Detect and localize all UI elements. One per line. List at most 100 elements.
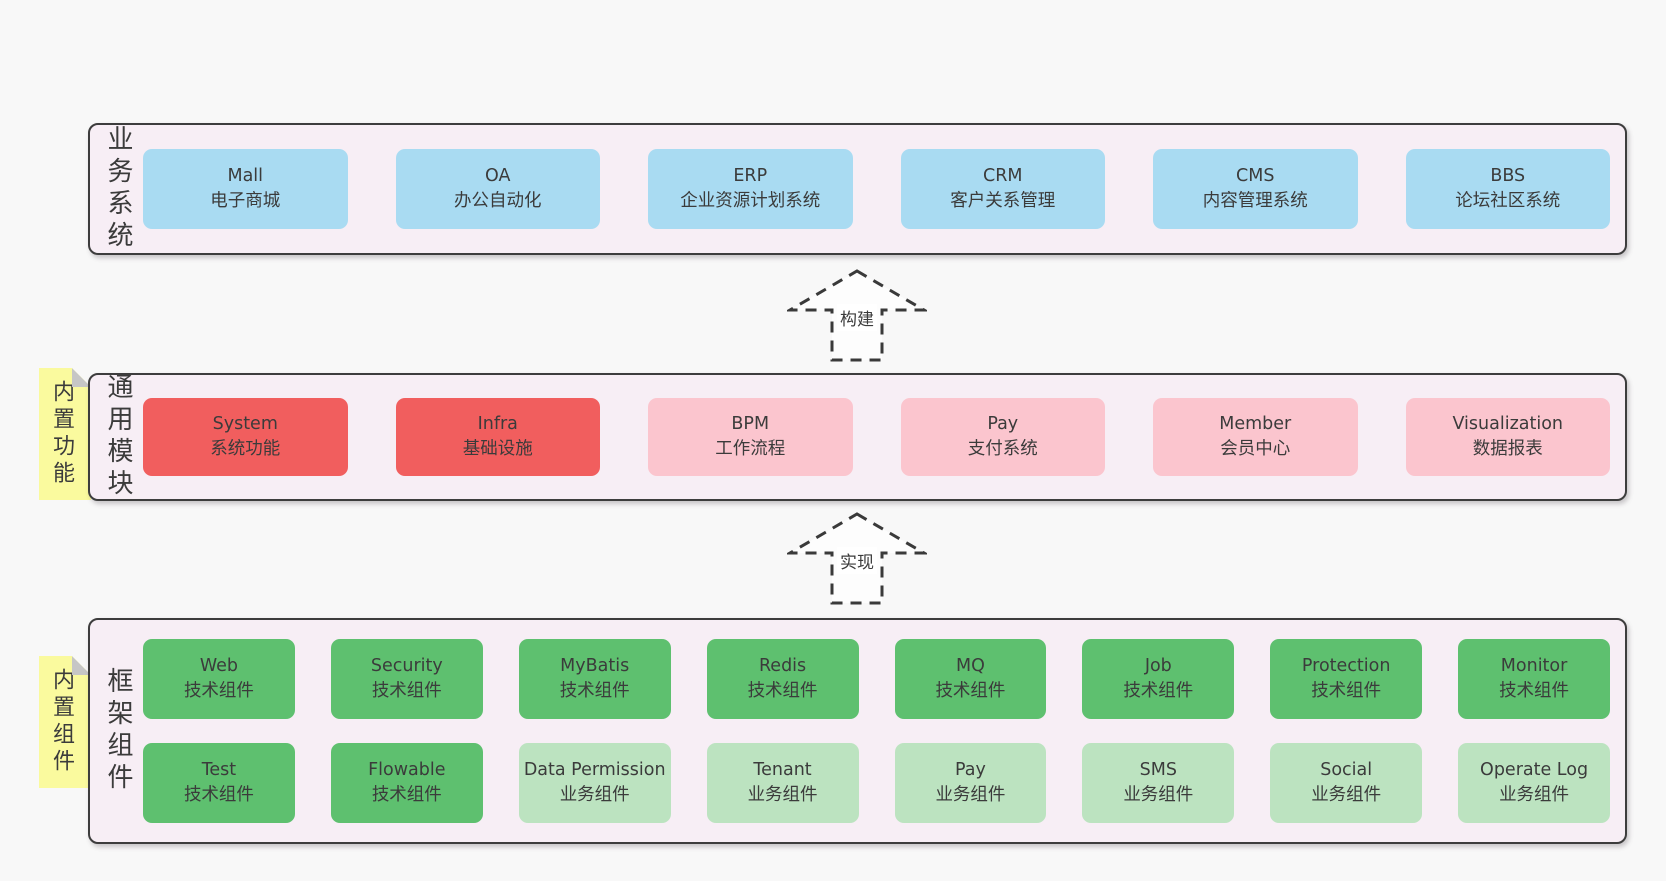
box-subtitle: 技术组件 [935, 681, 1006, 701]
box-title: CRM [983, 165, 1023, 186]
box-monitor: Monitor 技术组件 [1458, 639, 1610, 719]
box-title: Mall [227, 165, 264, 186]
box-subtitle: 技术组件 [1499, 681, 1570, 701]
box-subtitle: 业务组件 [1311, 785, 1382, 805]
box-title: Social [1320, 759, 1373, 780]
box-subtitle: 业务组件 [559, 785, 630, 805]
layer-common-modules: 通用模块 System 系统功能 Infra 基础设施 BPM 工作流程 Pay… [88, 373, 1627, 501]
layer-framework-components: 框架组件 Web 技术组件 Security 技术组件 MyBatis 技术组件… [88, 618, 1627, 844]
box-pay-biz: Pay 业务组件 [894, 743, 1047, 823]
box-system: System 系统功能 [143, 398, 348, 476]
sticky-note-builtin-components: 内置组件 [39, 656, 91, 788]
box-subtitle: 技术组件 [1123, 681, 1194, 701]
box-subtitle: 业务组件 [1499, 785, 1570, 805]
box-cms: CMS 内容管理系统 [1153, 149, 1358, 229]
box-title: Redis [758, 655, 807, 676]
box-subtitle: 业务组件 [935, 785, 1006, 805]
box-subtitle: 工作流程 [715, 439, 786, 459]
box-job: Job 技术组件 [1082, 639, 1235, 719]
box-title: Data Permission [523, 759, 666, 780]
box-subtitle: 基础设施 [462, 439, 533, 459]
box-tenant: Tenant 业务组件 [706, 743, 859, 823]
box-pay: Pay 支付系统 [900, 398, 1105, 476]
box-flowable: Flowable 技术组件 [330, 743, 483, 823]
box-title: Flowable [368, 759, 446, 780]
box-subtitle: 技术组件 [559, 681, 630, 701]
component-box-row-1: Web 技术组件 Security 技术组件 MyBatis 技术组件 Redi… [143, 639, 1610, 719]
box-crm: CRM 客户关系管理 [900, 149, 1105, 229]
box-subtitle: 电子商城 [210, 191, 281, 211]
box-title: Monitor [1500, 655, 1568, 676]
box-mall: Mall 电子商城 [143, 149, 348, 229]
box-title: Operate Log [1480, 759, 1589, 780]
arrow-implement: 实现 [787, 511, 927, 606]
box-title: ERP [733, 165, 768, 186]
box-title: OA [485, 165, 511, 186]
box-redis: Redis 技术组件 [706, 639, 859, 719]
component-boxes: Web 技术组件 Security 技术组件 MyBatis 技术组件 Redi… [143, 639, 1610, 823]
box-subtitle: 业务组件 [1123, 785, 1194, 805]
business-box-row: Mall 电子商城 OA 办公自动化 ERP 企业资源计划系统 CRM 客户关系… [143, 149, 1610, 229]
box-title: Member [1219, 413, 1292, 434]
sticky-note-label: 内置功能 [49, 380, 74, 488]
box-title: BPM [731, 413, 770, 434]
box-title: BBS [1490, 165, 1526, 186]
box-subtitle: 业务组件 [747, 785, 818, 805]
box-test: Test 技术组件 [143, 743, 295, 823]
box-subtitle: 内容管理系统 [1202, 191, 1308, 211]
box-bbs: BBS 论坛社区系统 [1405, 149, 1610, 229]
sticky-note-builtin-features: 内置功能 [39, 368, 91, 500]
box-erp: ERP 企业资源计划系统 [648, 149, 853, 229]
box-protection: Protection 技术组件 [1270, 639, 1423, 719]
box-subtitle: 数据报表 [1472, 439, 1543, 459]
box-subtitle: 支付系统 [967, 439, 1038, 459]
box-subtitle: 客户关系管理 [950, 191, 1056, 211]
box-subtitle: 技术组件 [747, 681, 818, 701]
box-infra: Infra 基础设施 [395, 398, 600, 476]
box-subtitle: 论坛社区系统 [1455, 191, 1561, 211]
box-subtitle: 办公自动化 [454, 191, 542, 211]
box-title: Visualization [1452, 413, 1564, 434]
box-security: Security 技术组件 [330, 639, 483, 719]
business-boxes: Mall 电子商城 OA 办公自动化 ERP 企业资源计划系统 CRM 客户关系… [143, 149, 1610, 229]
box-bpm: BPM 工作流程 [648, 398, 853, 476]
box-title: Tenant [753, 759, 812, 780]
box-title: SMS [1139, 759, 1177, 780]
box-title: Protection [1301, 655, 1391, 676]
arrow-build: 构建 [787, 268, 927, 363]
layer-label-framework-components: 框架组件 [103, 667, 133, 795]
box-member: Member 会员中心 [1153, 398, 1358, 476]
box-title: CMS [1236, 165, 1275, 186]
box-title: MyBatis [560, 655, 630, 676]
box-title: System [212, 413, 278, 434]
box-social: Social 业务组件 [1270, 743, 1423, 823]
box-oa: OA 办公自动化 [395, 149, 600, 229]
arrow-build-label: 构建 [837, 304, 877, 331]
component-box-row-2: Test 技术组件 Flowable 技术组件 Data Permission … [143, 743, 1610, 823]
box-web: Web 技术组件 [143, 639, 295, 719]
box-title: Security [370, 655, 443, 676]
box-subtitle: 技术组件 [1311, 681, 1382, 701]
box-subtitle: 会员中心 [1220, 439, 1291, 459]
box-visualization: Visualization 数据报表 [1405, 398, 1610, 476]
layer-label-common-modules: 通用模块 [103, 373, 133, 501]
sticky-note-label: 内置组件 [49, 668, 74, 776]
box-title: Pay [955, 759, 986, 780]
box-title: MQ [956, 655, 985, 676]
arrow-implement-label: 实现 [837, 547, 877, 574]
box-operate-log: Operate Log 业务组件 [1458, 743, 1610, 823]
box-subtitle: 系统功能 [210, 439, 281, 459]
box-subtitle: 技术组件 [371, 785, 442, 805]
box-title: Job [1144, 655, 1172, 676]
box-title: Pay [987, 413, 1019, 434]
box-subtitle: 技术组件 [183, 681, 254, 701]
box-data-permission: Data Permission 业务组件 [518, 743, 671, 823]
box-subtitle: 企业资源计划系统 [680, 191, 821, 211]
box-subtitle: 技术组件 [183, 785, 254, 805]
box-title: Infra [477, 413, 518, 434]
box-sms: SMS 业务组件 [1082, 743, 1235, 823]
box-title: Test [201, 759, 237, 780]
module-boxes: System 系统功能 Infra 基础设施 BPM 工作流程 Pay 支付系统… [143, 398, 1610, 476]
layer-label-business-systems: 业务系统 [103, 125, 133, 253]
